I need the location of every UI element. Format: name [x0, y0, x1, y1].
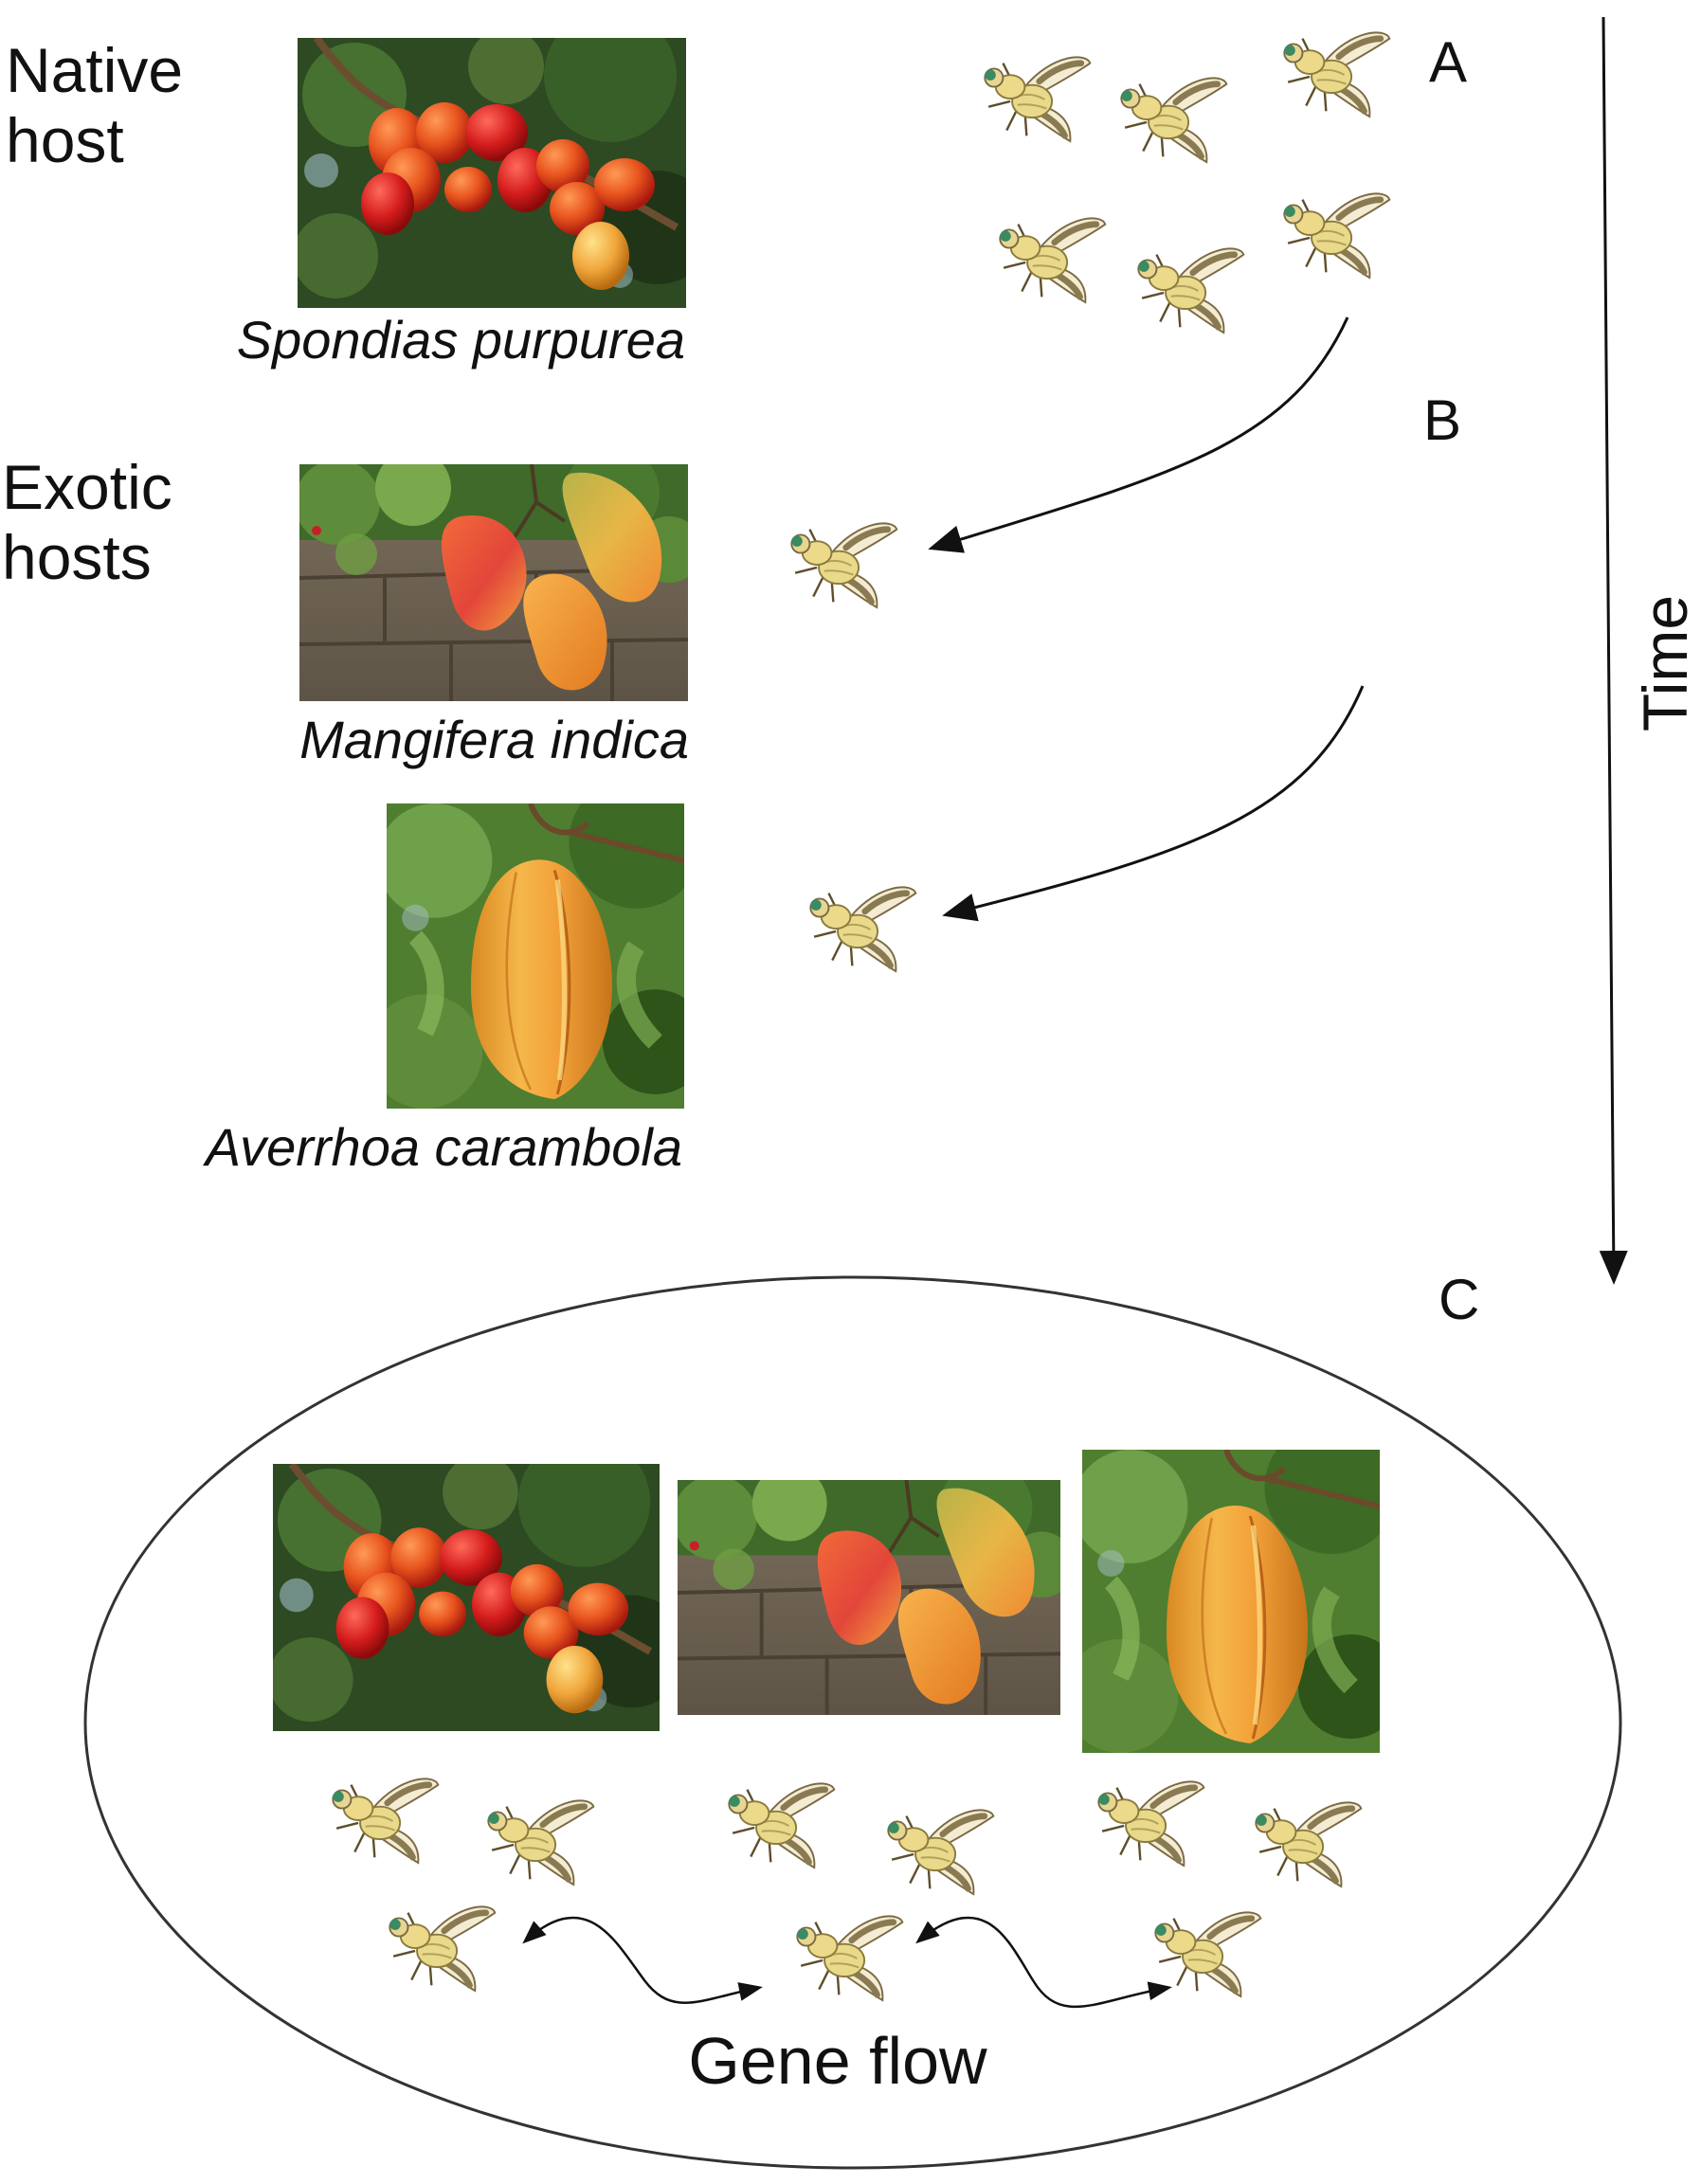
fruit-fly-icon — [1241, 1781, 1368, 1908]
fruit-fly-icon — [1124, 227, 1251, 354]
host-shift-arrow-mango — [928, 316, 1349, 553]
fruit-fly-icon — [375, 1886, 502, 2013]
spondias-photo-c — [273, 1464, 660, 1731]
fruit-fly-icon — [1270, 172, 1397, 299]
mangifera-species-label: Mangifera indica — [299, 710, 689, 769]
native-host-label: Native host — [6, 35, 184, 175]
stage-c-label: C — [1439, 1268, 1480, 1331]
stage-b-label: B — [1423, 388, 1462, 452]
spondias-species-label: Spondias purpurea — [236, 310, 685, 370]
fruit-fly-icon — [1270, 11, 1397, 138]
mango-fruit-photo — [678, 1480, 1060, 1715]
stage-a-label: A — [1429, 30, 1468, 94]
host-shift-arrow-starfruit — [942, 685, 1365, 922]
fruit-fly-icon — [796, 866, 923, 993]
spondias-fruit-photo — [273, 1464, 660, 1731]
population-ellipse — [83, 1275, 1622, 2170]
fruit-fly-icon — [1107, 57, 1234, 184]
exotic-hosts-label: Exotic hosts — [2, 452, 172, 592]
gene-flow-arrow-right — [915, 1916, 1172, 2009]
gene-flow-label: Gene flow — [688, 2024, 987, 2098]
starfruit-photo-c — [1082, 1450, 1380, 1753]
time-axis-arrow — [1599, 16, 1628, 1285]
mango-photo-c — [678, 1480, 1060, 1715]
fruit-fly-icon — [783, 1895, 910, 2022]
fruit-fly-icon — [1141, 1891, 1268, 2018]
averrhoa-species-label: Averrhoa carambola — [205, 1117, 682, 1177]
fruit-fly-icon — [318, 1758, 445, 1885]
fruit-fly-icon — [777, 502, 904, 629]
gene-flow-arrow-left — [522, 1916, 763, 2004]
fruit-fly-icon — [970, 36, 1097, 163]
starfruit-photo — [1082, 1450, 1380, 1753]
fruit-fly-icon — [1084, 1760, 1211, 1887]
fruit-fly-icon — [986, 197, 1113, 324]
fruit-fly-icon — [715, 1762, 841, 1889]
